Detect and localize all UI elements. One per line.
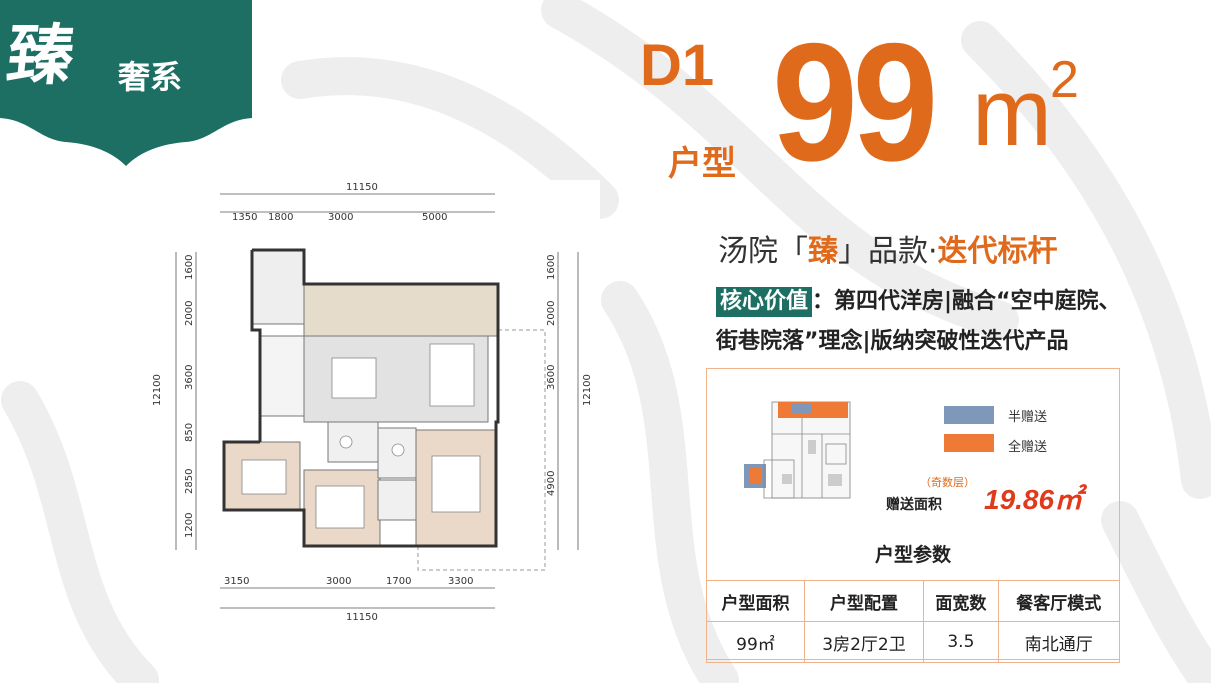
badge-big-char: 臻 xyxy=(3,16,76,94)
dim-top-total: 11150 xyxy=(346,182,378,193)
dim-bottom: 3300 xyxy=(448,576,473,587)
params-header-cell: 面宽数 xyxy=(923,580,999,622)
core-value: 核心价值：第四代洋房|融合“空中庭院、街巷院落”理念|版纳突破性迭代产品 xyxy=(716,282,1136,362)
dim-right: 3600 xyxy=(546,365,557,390)
core-value-text: ：第四代洋房|融合“空中庭院、街巷院落”理念|版纳突破性迭代产品 xyxy=(716,289,1121,354)
dim-top: 3000 xyxy=(328,212,353,223)
slogan-part2: 」品款· xyxy=(838,234,938,269)
params-value-cell: 3房2厅2卫 xyxy=(803,621,925,663)
unit-area-number: 99 xyxy=(772,8,938,196)
dim-left: 2000 xyxy=(184,301,195,326)
slogan-part1: 汤院「 xyxy=(718,234,808,269)
dim-bottom: 3150 xyxy=(224,576,249,587)
params-value-cell: 南北通厅 xyxy=(997,621,1121,663)
legend-label-half: 半赠送 xyxy=(1008,410,1048,425)
core-value-tag: 核心价值 xyxy=(716,287,813,317)
series-badge-shape xyxy=(0,0,252,166)
unit-area-unit: m xyxy=(972,59,1052,166)
gift-area-label: 赠送面积 xyxy=(886,497,942,513)
unit-type-label: 户型 xyxy=(668,144,736,184)
dim-right: 4900 xyxy=(546,471,557,496)
params-header-row: 户型面积 户型配置 面宽数 餐客厅模式 xyxy=(706,580,1121,622)
dim-left: 2850 xyxy=(184,469,195,494)
dim-bottom: 1700 xyxy=(386,576,411,587)
slogan-highlight: 臻 xyxy=(808,234,838,269)
legend-swatch-full xyxy=(944,434,994,452)
dim-bottom: 3000 xyxy=(326,576,351,587)
badge-series-name: 奢系 xyxy=(118,58,183,96)
dim-right: 1600 xyxy=(546,255,557,280)
params-title: 户型参数 xyxy=(874,544,951,566)
gift-area-mini-plan xyxy=(744,401,851,499)
dim-left: 1200 xyxy=(184,513,195,538)
dim-left: 850 xyxy=(184,423,195,442)
params-header-cell: 户型面积 xyxy=(706,580,805,622)
dim-top: 5000 xyxy=(422,212,447,223)
dim-bottom-total: 11150 xyxy=(346,612,378,620)
dim-left: 3600 xyxy=(184,365,195,390)
dim-top: 1800 xyxy=(268,212,293,223)
params-header-cell: 餐客厅模式 xyxy=(997,580,1121,622)
params-value-cell: 3.5 xyxy=(923,621,999,663)
dim-left-total: 12100 xyxy=(152,374,163,406)
gift-note: （奇数层） xyxy=(920,476,975,489)
legend-swatch-half xyxy=(944,406,994,424)
slogan-part3: 迭代标杆 xyxy=(937,234,1058,269)
unit-area-superscript: 2 xyxy=(1050,51,1079,109)
gift-area-value: 19.86㎡ xyxy=(984,484,1083,515)
dim-left: 1600 xyxy=(184,255,195,280)
params-value-cell: 99㎡ xyxy=(706,621,805,663)
params-table: 户型面积 户型配置 面宽数 餐客厅模式 99㎡ 3房2厅2卫 3.5 南北通厅 xyxy=(706,580,1121,663)
unit-code: D1 xyxy=(640,33,715,98)
params-header-cell: 户型配置 xyxy=(803,580,925,622)
params-value-row: 99㎡ 3房2厅2卫 3.5 南北通厅 xyxy=(706,621,1121,663)
legend-label-full: 全赠送 xyxy=(1008,440,1048,455)
dim-top: 1350 xyxy=(232,212,257,223)
dim-right-total: 12100 xyxy=(582,374,593,406)
floor-plan: 11150 1350 1800 3000 5000 3150 3000 1700… xyxy=(150,180,600,620)
dim-right: 2000 xyxy=(546,301,557,326)
slogan: 汤院「臻」品款·迭代标杆 xyxy=(718,226,1058,270)
